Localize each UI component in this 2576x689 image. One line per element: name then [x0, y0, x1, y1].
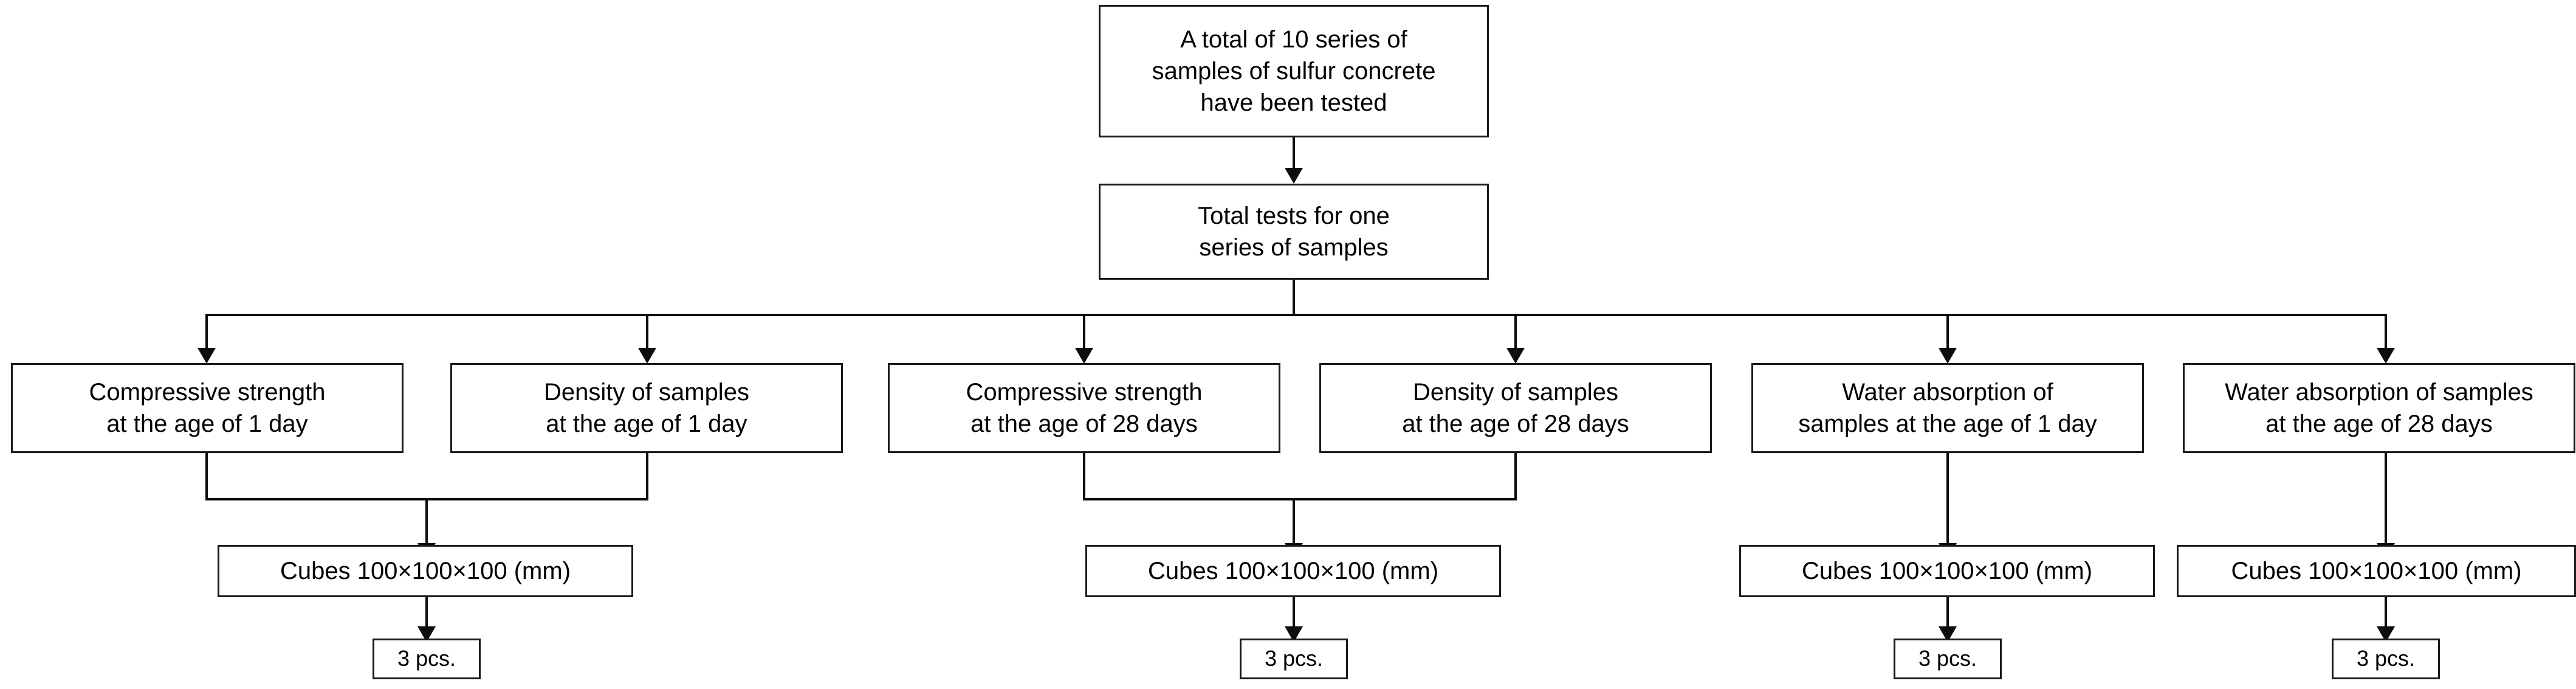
- node-qty-3: 3 pcs.: [1894, 639, 2002, 680]
- bus-drop-5: [1946, 314, 1949, 351]
- merge-mid-bar: [1083, 498, 1517, 500]
- node-total-tests: Total tests for one series of samples: [1099, 184, 1489, 280]
- node-compressive-strength-28-days: Compressive strength at the age of 28 da…: [888, 363, 1281, 454]
- node-total-series: A total of 10 series of samples of sulfu…: [1099, 5, 1489, 138]
- node-qty-4: 3 pcs.: [2332, 639, 2440, 680]
- arrowhead-bus-drop-5: [1939, 348, 1957, 364]
- connector-cubes1-to-qty: [425, 597, 428, 640]
- node-compressive-strength-1-day: Compressive strength at the age of 1 day: [11, 363, 404, 454]
- merge-mid-leg-2: [1514, 453, 1517, 500]
- node-cubes-2: Cubes 100×100×100 (mm): [1085, 545, 1502, 598]
- arrowhead-root-to-total-tests: [1285, 168, 1303, 184]
- node-qty-1: 3 pcs.: [373, 639, 481, 680]
- connector-wa1-to-cubes: [1946, 453, 1949, 548]
- bus-drop-2: [646, 314, 648, 351]
- node-water-absorption-28-days: Water absorption of samples at the age o…: [2183, 363, 2576, 454]
- merge-mid-leg-1: [1083, 453, 1085, 500]
- connector-root-to-total-tests: [1293, 137, 1295, 173]
- arrowhead-bus-drop-4: [1506, 348, 1525, 364]
- connector-wa28-to-cubes: [2385, 453, 2387, 548]
- arrowhead-bus-drop-1: [197, 348, 216, 364]
- bus-drop-6: [2385, 314, 2387, 351]
- distribution-bus: [205, 314, 2387, 316]
- bus-drop-1: [205, 314, 208, 351]
- arrowhead-bus-drop-3: [1075, 348, 1093, 364]
- node-cubes-1: Cubes 100×100×100 (mm): [218, 545, 634, 598]
- bus-drop-4: [1514, 314, 1517, 351]
- merge-left-leg-2: [646, 453, 648, 500]
- merge-left-leg-1: [205, 453, 208, 500]
- connector-cubes2-to-qty: [1293, 597, 1295, 640]
- connector-cubes3-to-qty: [1946, 597, 1949, 640]
- node-density-1-day: Density of samples at the age of 1 day: [450, 363, 843, 454]
- node-water-absorption-1-day: Water absorption of samples at the age o…: [1751, 363, 2145, 454]
- arrowhead-bus-drop-2: [638, 348, 656, 364]
- node-cubes-3: Cubes 100×100×100 (mm): [1739, 545, 2155, 598]
- connector-total-tests-to-bus: [1293, 280, 1295, 316]
- merge-mid-stem: [1293, 498, 1295, 548]
- node-density-28-days: Density of samples at the age of 28 days: [1319, 363, 1712, 454]
- node-qty-2: 3 pcs.: [1240, 639, 1348, 680]
- connector-cubes4-to-qty: [2385, 597, 2387, 640]
- merge-left-stem: [425, 498, 428, 548]
- arrowhead-bus-drop-6: [2377, 348, 2395, 364]
- bus-drop-3: [1083, 314, 1085, 351]
- node-cubes-4: Cubes 100×100×100 (mm): [2177, 545, 2576, 598]
